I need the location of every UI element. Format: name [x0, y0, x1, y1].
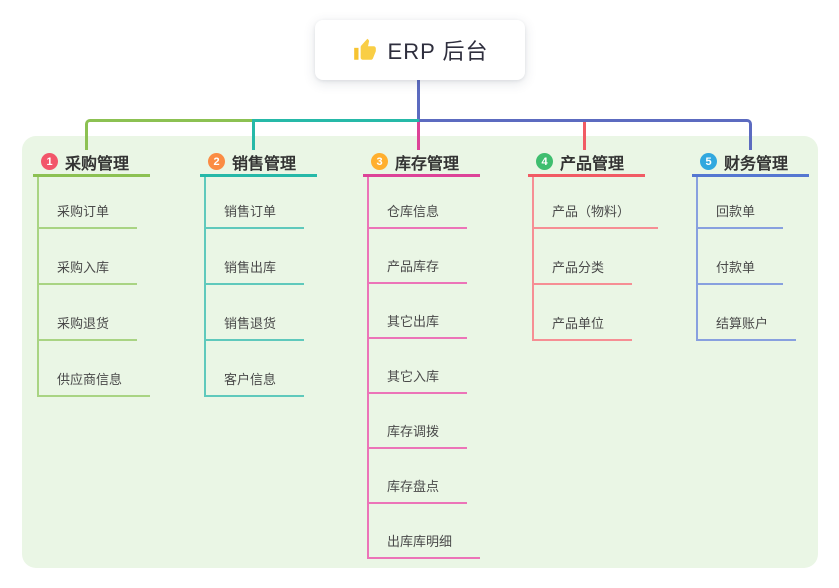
branch-items-inventory: 仓库信息 产品库存 其它出库 其它入库 库存调拨 库存盘点 出库库明细 — [367, 177, 481, 559]
tree-item[interactable]: 销售退货 — [206, 285, 305, 341]
tree-item[interactable]: 销售出库 — [206, 229, 305, 285]
branch-items-sales: 销售订单 销售出库 销售退货 客户信息 — [204, 177, 305, 397]
branch-number-badge: 2 — [208, 153, 225, 170]
tree-item[interactable]: 库存盘点 — [369, 449, 468, 504]
branch-label: 产品管理 — [560, 155, 625, 173]
connector-branch2-elbow — [252, 119, 419, 150]
tree-item[interactable]: 销售订单 — [206, 177, 305, 229]
connector-branch1-elbow — [85, 119, 253, 150]
tree-item[interactable]: 采购退货 — [39, 285, 138, 341]
branch-header-purchase[interactable]: 1 采购管理 — [33, 149, 150, 177]
tree-item[interactable]: 供应商信息 — [39, 341, 151, 397]
thumbs-up-icon — [352, 37, 378, 63]
branch-product: 4 产品管理 产品（物料） 产品分类 产品单位 — [528, 149, 659, 341]
branch-number-badge: 3 — [371, 153, 388, 170]
connector-branch5-elbow — [419, 119, 752, 150]
tree-item[interactable]: 库存调拨 — [369, 394, 468, 449]
branch-header-sales[interactable]: 2 销售管理 — [200, 149, 317, 177]
branch-inventory: 3 库存管理 仓库信息 产品库存 其它出库 其它入库 库存调拨 库存盘点 出库库… — [363, 149, 481, 559]
tree-item[interactable]: 出库库明细 — [369, 504, 481, 559]
branch-header-product[interactable]: 4 产品管理 — [528, 149, 645, 177]
tree-item[interactable]: 仓库信息 — [369, 177, 468, 229]
branch-items-purchase: 采购订单 采购入库 采购退货 供应商信息 — [37, 177, 151, 397]
branch-purchase: 1 采购管理 采购订单 采购入库 采购退货 供应商信息 — [33, 149, 151, 397]
root-node-label: ERP 后台 — [387, 39, 489, 64]
branch-items-finance: 回款单 付款单 结算账户 — [696, 177, 797, 341]
branch-label: 采购管理 — [65, 155, 130, 173]
tree-item[interactable]: 其它入库 — [369, 339, 468, 394]
tree-item[interactable]: 产品库存 — [369, 229, 468, 284]
tree-item[interactable]: 产品分类 — [534, 229, 633, 285]
branch-label: 库存管理 — [395, 155, 460, 173]
branch-finance: 5 财务管理 回款单 付款单 结算账户 — [692, 149, 809, 341]
tree-item[interactable]: 结算账户 — [698, 285, 797, 341]
branch-number-badge: 1 — [41, 153, 58, 170]
branch-items-product: 产品（物料） 产品分类 产品单位 — [532, 177, 659, 341]
root-node[interactable]: ERP 后台 — [315, 20, 525, 80]
branch-label: 财务管理 — [724, 155, 789, 173]
tree-item[interactable]: 客户信息 — [206, 341, 305, 397]
connector-branch4-drop — [583, 122, 586, 150]
background-panel — [22, 136, 818, 568]
tree-item[interactable]: 付款单 — [698, 229, 784, 285]
tree-item[interactable]: 产品（物料） — [534, 177, 659, 229]
tree-item[interactable]: 采购订单 — [39, 177, 138, 229]
branch-number-badge: 5 — [700, 153, 717, 170]
connector-branch3-drop — [417, 122, 420, 150]
connector-trunk-line — [417, 80, 420, 122]
branch-header-inventory[interactable]: 3 库存管理 — [363, 149, 480, 177]
branch-sales: 2 销售管理 销售订单 销售出库 销售退货 客户信息 — [200, 149, 317, 397]
tree-item[interactable]: 回款单 — [698, 177, 784, 229]
branch-number-badge: 4 — [536, 153, 553, 170]
tree-item[interactable]: 采购入库 — [39, 229, 138, 285]
tree-item[interactable]: 其它出库 — [369, 284, 468, 339]
branch-label: 销售管理 — [232, 155, 297, 173]
branch-header-finance[interactable]: 5 财务管理 — [692, 149, 809, 177]
tree-item[interactable]: 产品单位 — [534, 285, 633, 341]
